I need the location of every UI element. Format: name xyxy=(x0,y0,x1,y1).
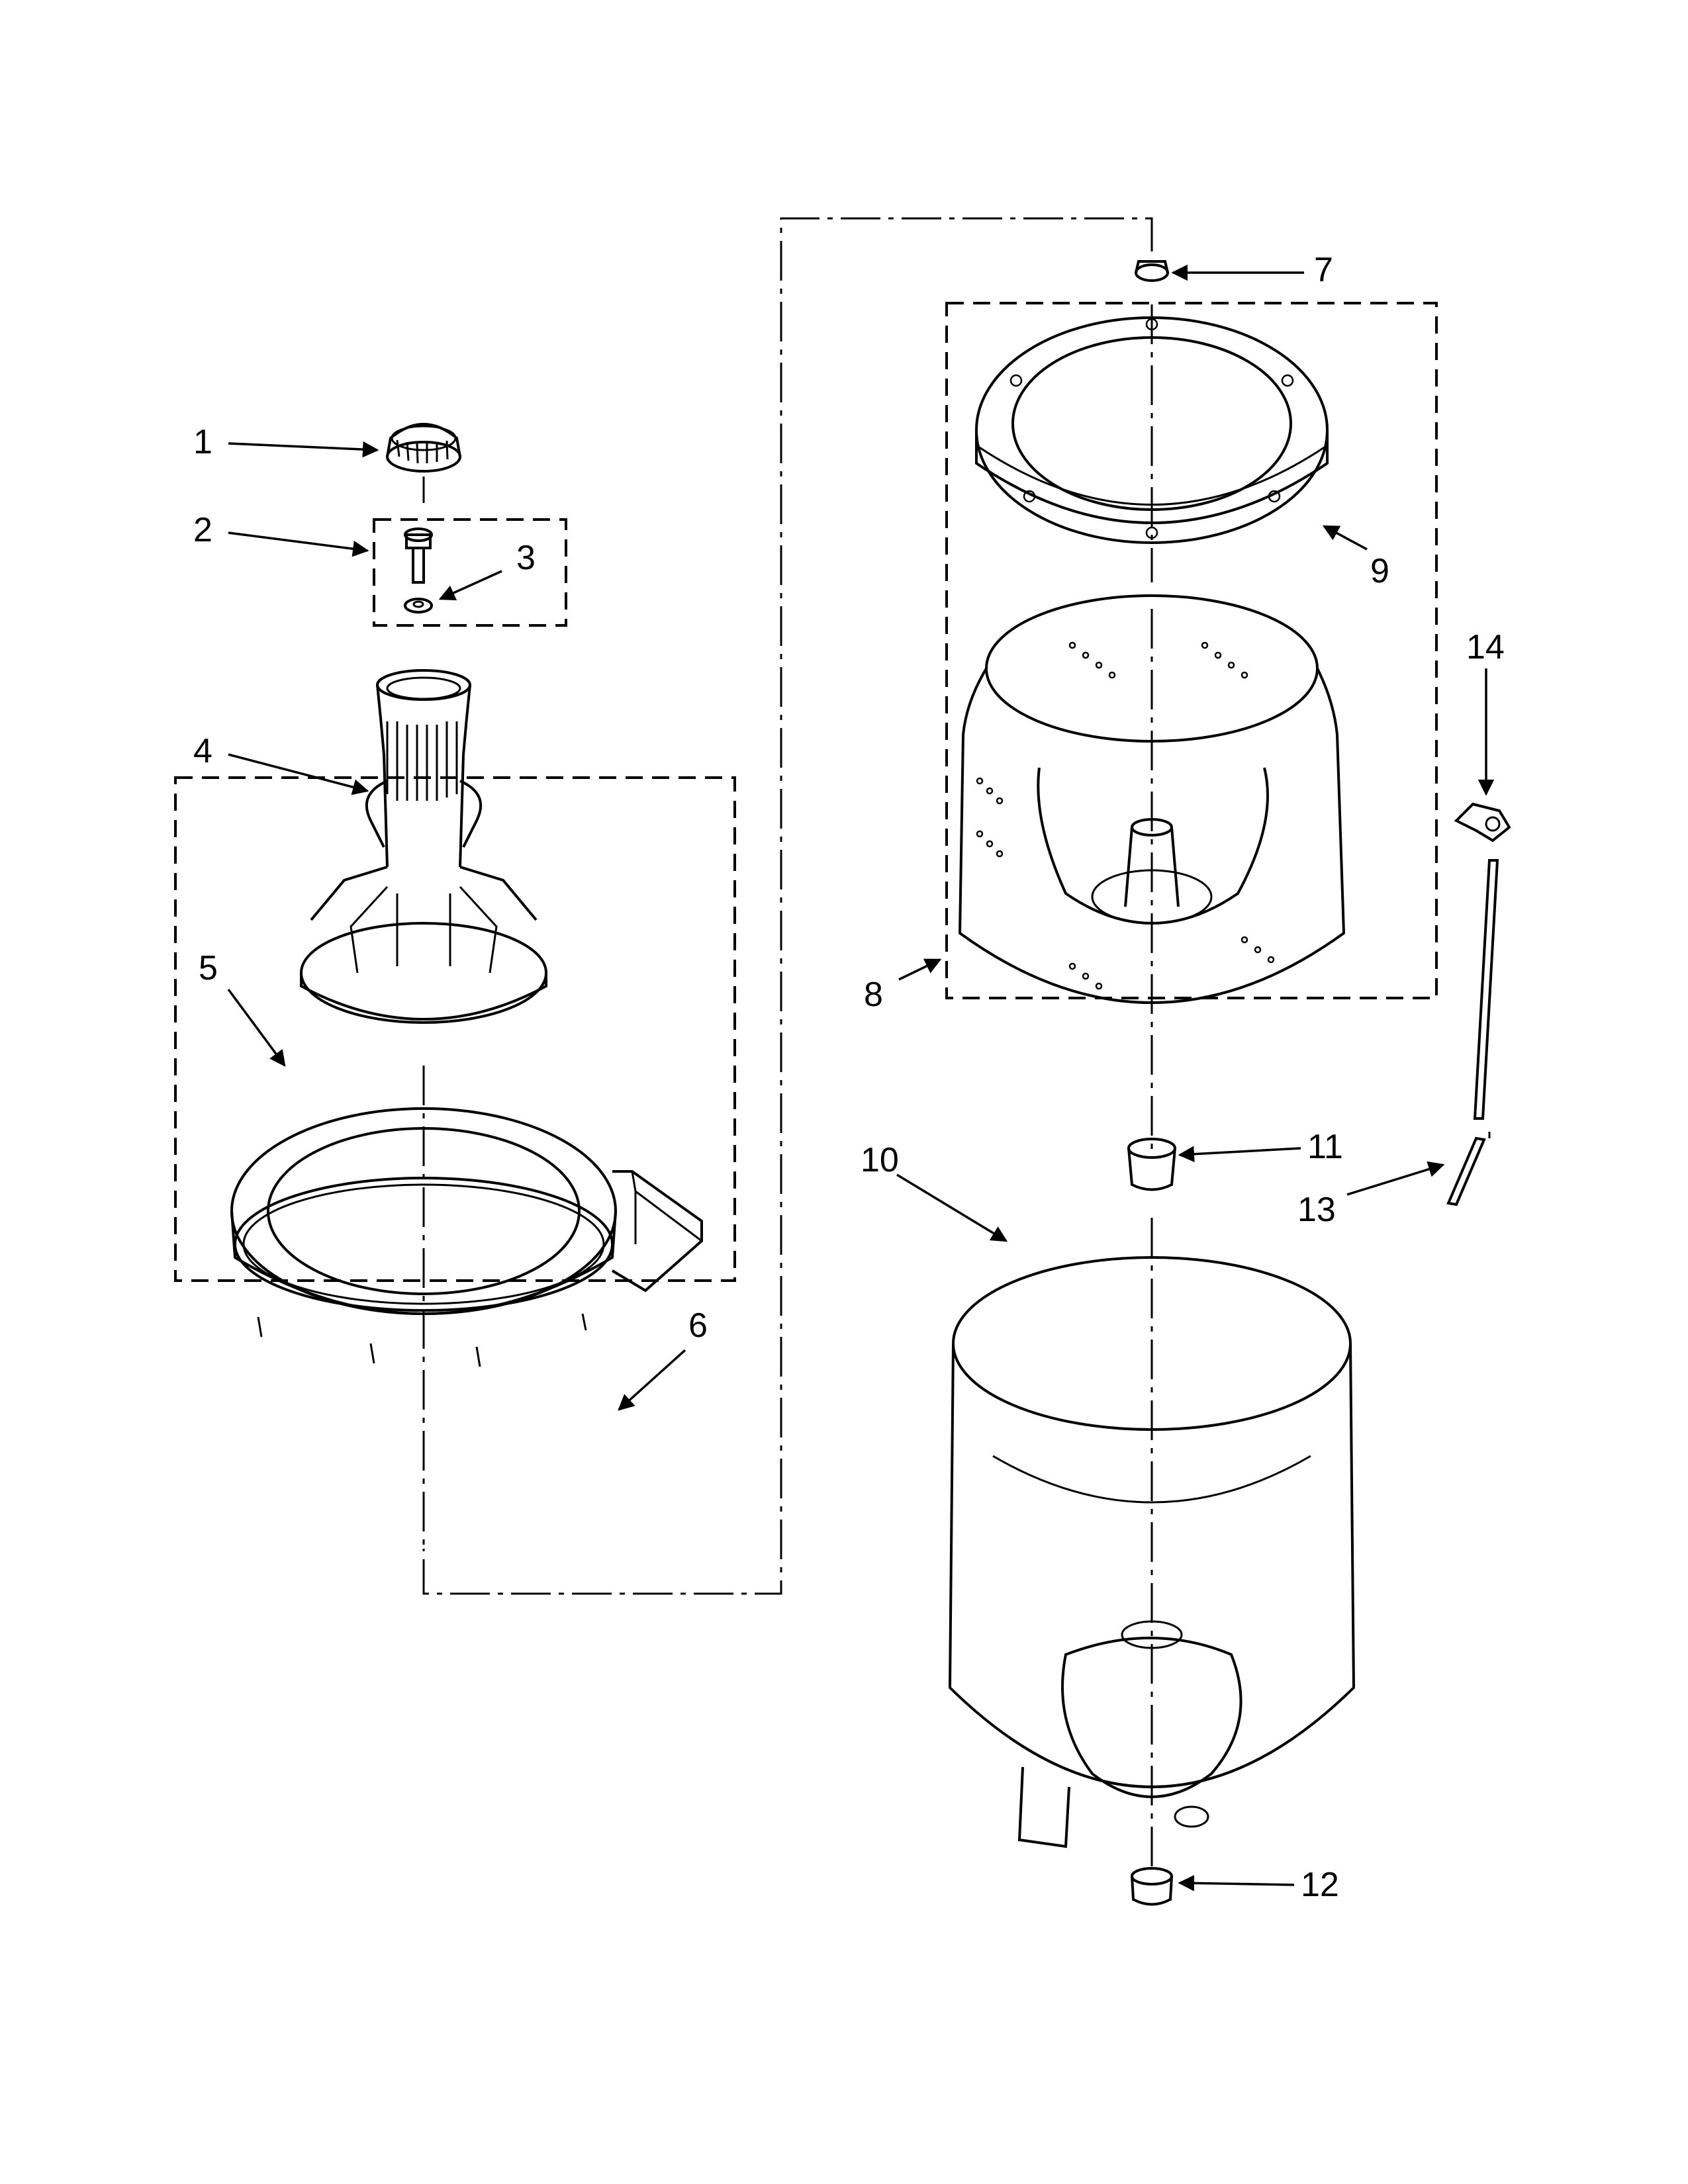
callout-11: 11 xyxy=(1307,1128,1343,1166)
callout-13: 13 xyxy=(1297,1191,1336,1229)
leader-lines xyxy=(227,264,1495,1891)
callout-3: 3 xyxy=(516,539,536,577)
part-balance-ring xyxy=(975,316,1329,544)
callout-8: 8 xyxy=(864,976,883,1014)
part-outer-tub xyxy=(948,1256,1356,1848)
callout-5: 5 xyxy=(199,949,218,987)
callout-6: 6 xyxy=(688,1306,708,1345)
callout-7: 7 xyxy=(1314,251,1333,289)
part-hose-clip xyxy=(1454,802,1511,842)
callout-1: 1 xyxy=(193,423,212,461)
part-bearing xyxy=(1131,1867,1173,1906)
callout-2: 2 xyxy=(193,511,212,549)
connector-lines xyxy=(422,217,1491,1866)
part-nut xyxy=(1135,260,1169,282)
callout-labels: 1 2 3 4 5 6 7 8 9 10 11 12 13 14 xyxy=(193,251,1505,1904)
part-hose xyxy=(1446,859,1499,1206)
group-box-tub-ring xyxy=(174,776,736,1282)
part-washer xyxy=(404,598,433,614)
part-basket xyxy=(958,594,1346,1004)
callout-9: 9 xyxy=(1370,552,1389,590)
group-box-basket xyxy=(945,302,1438,999)
part-tub-ring xyxy=(230,1107,703,1367)
callout-12: 12 xyxy=(1301,1866,1339,1904)
basket-perforations xyxy=(976,641,1275,990)
part-hub-adapter xyxy=(1127,1138,1176,1191)
part-cap xyxy=(386,423,461,473)
callout-10: 10 xyxy=(861,1141,899,1179)
part-bolt xyxy=(404,527,433,584)
callout-14: 14 xyxy=(1466,628,1505,666)
part-agitator xyxy=(300,669,547,1024)
group-box-bolt-washer xyxy=(373,518,567,627)
callout-4: 4 xyxy=(193,732,212,770)
